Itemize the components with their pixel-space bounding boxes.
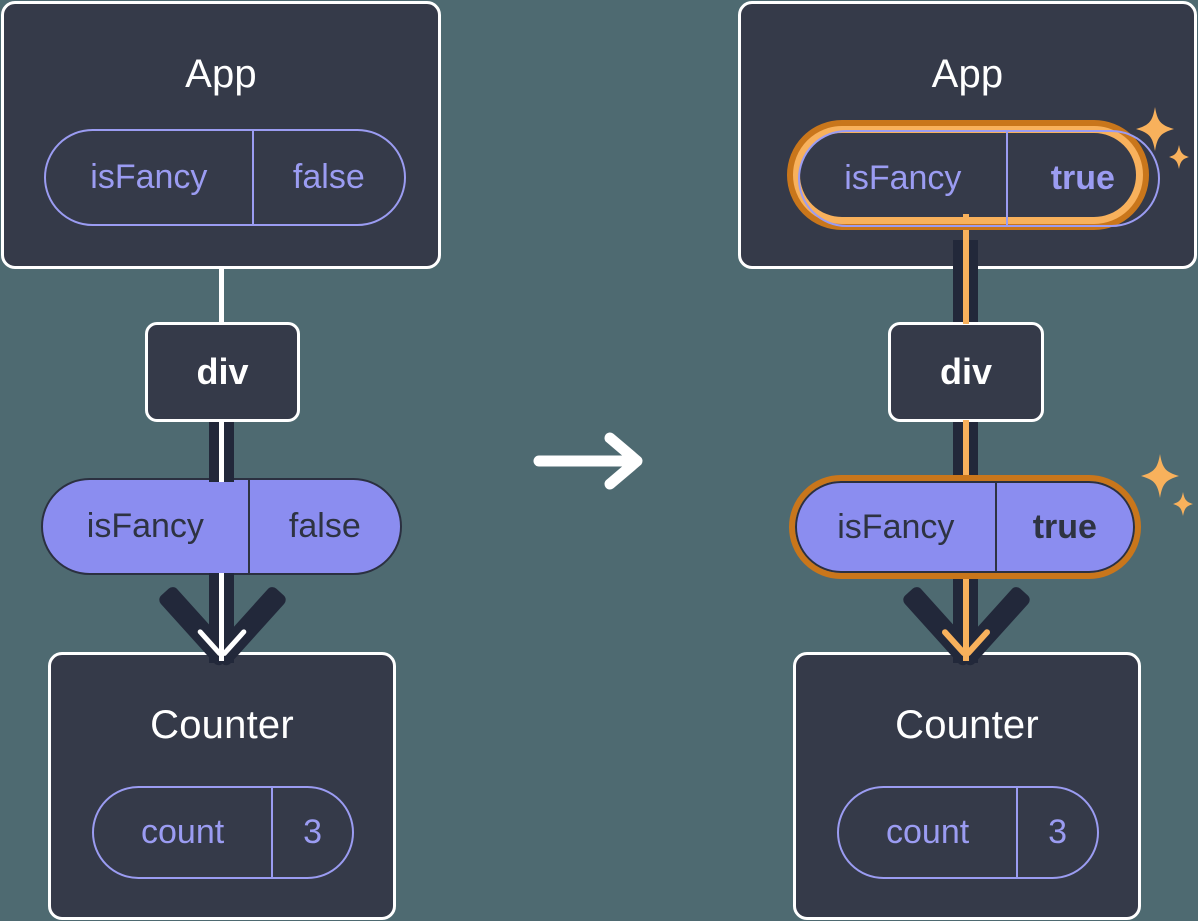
element-node-div-right: div — [888, 322, 1044, 422]
sparkle-icon-app-right — [1129, 103, 1193, 183]
wire-div-to-prop-thin-left — [219, 420, 224, 482]
prop-pill-value-right: true — [994, 483, 1133, 571]
counter-card-right: Counter count 3 — [793, 652, 1141, 920]
wire-div-to-prop-thin-right — [963, 420, 969, 482]
app-card-left: App isFancy false — [1, 1, 441, 269]
counter-state-pill-left: count 3 — [92, 786, 354, 879]
app-state-pill-name-left: isFancy — [90, 158, 208, 196]
prop-pill-name-left: isFancy — [86, 507, 204, 545]
app-card-title-left: App — [185, 52, 257, 96]
counter-state-pill-value-left: 3 — [271, 788, 352, 877]
element-node-div-left: div — [145, 322, 300, 422]
prop-pill-name-right: isFancy — [837, 507, 955, 546]
counter-card-title-left: Counter — [150, 703, 294, 747]
counter-card-title-right: Counter — [895, 703, 1039, 747]
arrowhead-white-left — [196, 628, 248, 664]
wire-prop-to-counter-thin-left — [219, 573, 224, 661]
app-card-title-right: App — [931, 52, 1004, 96]
app-state-pill-value-left: false — [251, 131, 404, 224]
sparkle-icon-prop-right — [1136, 452, 1198, 530]
transition-arrow-right-icon — [533, 432, 648, 490]
counter-state-pill-right: count 3 — [837, 786, 1099, 879]
counter-state-pill-name-right: count — [886, 813, 970, 851]
wire-app-to-div-thin-right — [963, 214, 969, 324]
counter-card-left: Counter count 3 — [48, 652, 396, 920]
app-state-pill-value-right: true — [1005, 132, 1158, 225]
app-state-pill-left: isFancy false — [44, 129, 406, 226]
counter-state-pill-name-left: count — [141, 813, 225, 851]
element-node-div-label-left: div — [196, 351, 249, 392]
app-state-pill-right: isFancy true — [798, 130, 1160, 227]
app-state-pill-name-right: isFancy — [844, 159, 962, 197]
prop-pill-left: isFancy false — [41, 478, 402, 575]
prop-pill-right: isFancy true — [795, 481, 1135, 573]
wire-app-to-div-left — [219, 268, 224, 324]
counter-state-pill-value-right: 3 — [1016, 788, 1097, 877]
prop-pill-value-left: false — [247, 480, 400, 573]
element-node-div-label-right: div — [939, 351, 992, 392]
arrowhead-orange-right — [940, 627, 992, 664]
wire-prop-to-counter-thin-right — [963, 573, 969, 661]
